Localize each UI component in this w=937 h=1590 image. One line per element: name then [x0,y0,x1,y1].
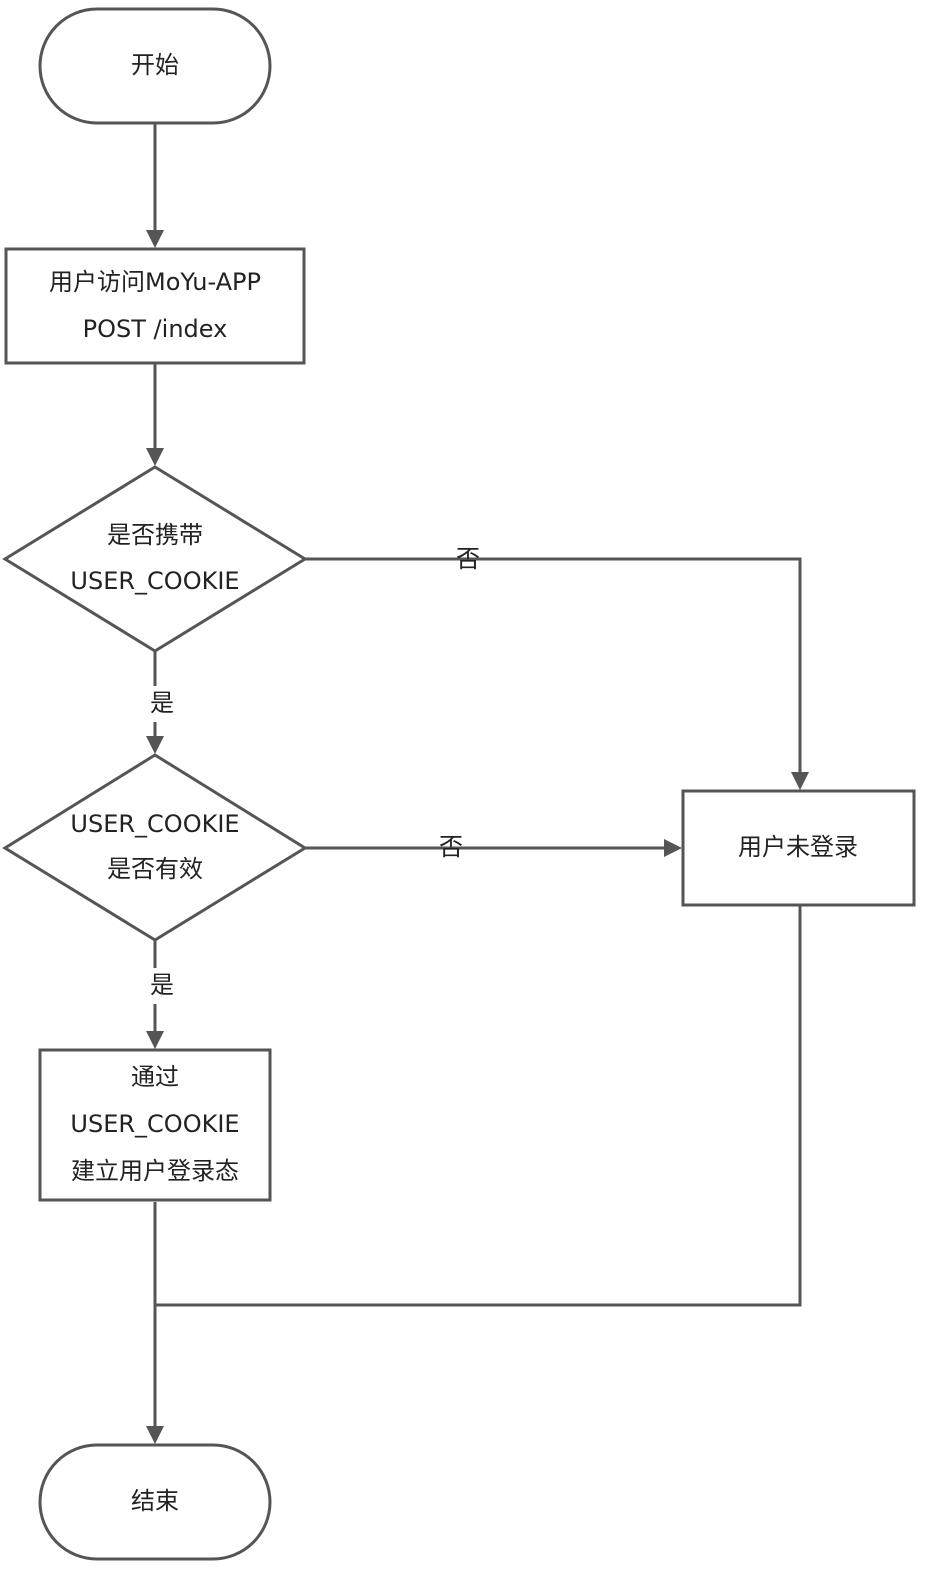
cookie-valid-line-2: 是否有效 [107,855,203,883]
visit-node-line-2: POST /index [83,315,228,343]
edge-has-cookie-no [305,557,802,774]
arrowhead-icon [146,230,164,248]
cookie-valid-line-1: USER_COOKIE [70,810,239,838]
arrowhead-icon [791,772,809,790]
not-logged-in-node: 用户未登录 [681,789,916,907]
edge-not-logged-in-to-end [155,906,802,1307]
edge-label-bg [142,686,170,722]
has-cookie-decision: 是否携带 USER_COOKIE [2,465,308,653]
edge-label-cookie-valid-yes: 是 [150,971,174,999]
has-cookie-line-1: 是否携带 [107,521,203,549]
login-node-line-3: 建立用户登录态 [71,1157,239,1185]
end-node-label: 结束 [131,1487,179,1515]
cookie-valid-decision: USER_COOKIE 是否有效 [2,753,308,942]
edge-label-has-cookie-yes: 是 [150,689,174,717]
visit-node-line-1: 用户访问MoYu-APP [49,268,261,296]
end-node: 结束 [38,1443,272,1561]
arrowhead-icon [146,448,164,466]
arrowhead-icon [146,1031,164,1049]
edge-label-bg [142,968,170,1004]
not-logged-in-label: 用户未登录 [738,833,858,861]
login-node-line-1: 通过 [131,1063,179,1091]
visit-node: 用户访问MoYu-APP POST /index [4,247,306,365]
login-node-line-2: USER_COOKIE [70,1110,239,1138]
arrowhead-icon [146,1426,164,1444]
edge-label-cookie-valid-no: 否 [439,833,463,861]
start-node: 开始 [38,7,272,125]
has-cookie-line-2: USER_COOKIE [70,567,239,595]
arrowhead-icon [146,736,164,754]
login-node: 通过 USER_COOKIE 建立用户登录态 [38,1048,272,1202]
edge-label-has-cookie-no: 否 [456,545,480,573]
arrowhead-icon [664,839,682,857]
start-node-label: 开始 [131,51,179,79]
